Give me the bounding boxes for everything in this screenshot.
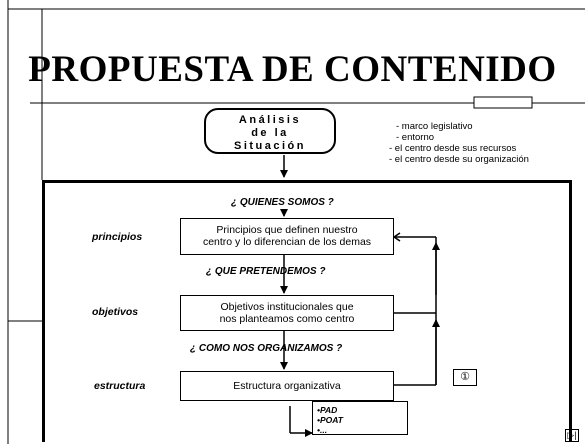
sub-item: •PAD [317, 405, 338, 415]
analysis-line-1: Análisis [238, 114, 302, 126]
principles-box: Principios que definen nuestro centro y … [180, 218, 394, 255]
note-item: - el centro desde su organización [389, 154, 529, 165]
label-objectives: objetivos [92, 306, 139, 318]
question-organize: ¿ COMO NOS ORGANIZAMOS ? [190, 343, 343, 354]
question-goals: ¿ QUE PRETENDEMOS ? [206, 266, 326, 277]
analysis-box: Análisis de la Situación [204, 108, 336, 154]
analysis-line-2: de la [251, 127, 289, 139]
sub-item: •... [317, 425, 328, 435]
objectives-line-1: Objetivos institucionales que [220, 301, 354, 313]
next-slide-icon[interactable]: ▷| [565, 429, 579, 442]
main-frame [42, 180, 572, 442]
note-item: - entorno [396, 132, 435, 143]
principles-line-1: Principios que definen nuestro [216, 224, 358, 236]
principles-line-2: centro y lo diferencian de los demas [202, 236, 372, 248]
question-who: ¿ QUIENES SOMOS ? [231, 197, 334, 208]
objectives-box: Objetivos institucionales que nos plante… [180, 295, 394, 331]
slide-title: PROPUESTA DE CONTENIDO [28, 49, 557, 90]
sub-items-box: •PAD •POAT •... [312, 401, 408, 435]
structure-label: Estructura organizativa [233, 380, 341, 392]
label-principles: principios [92, 231, 143, 243]
number-badge: ① [453, 369, 477, 386]
objectives-line-2: nos planteamos como centro [219, 313, 355, 325]
sub-item: •POAT [317, 415, 343, 425]
analysis-line-3: Situación [233, 140, 306, 152]
note-item: - marco legislativo [396, 121, 473, 132]
note-item: - el centro desde sus recursos [389, 143, 517, 154]
label-structure: estructura [94, 380, 146, 392]
structure-box: Estructura organizativa [180, 371, 394, 401]
